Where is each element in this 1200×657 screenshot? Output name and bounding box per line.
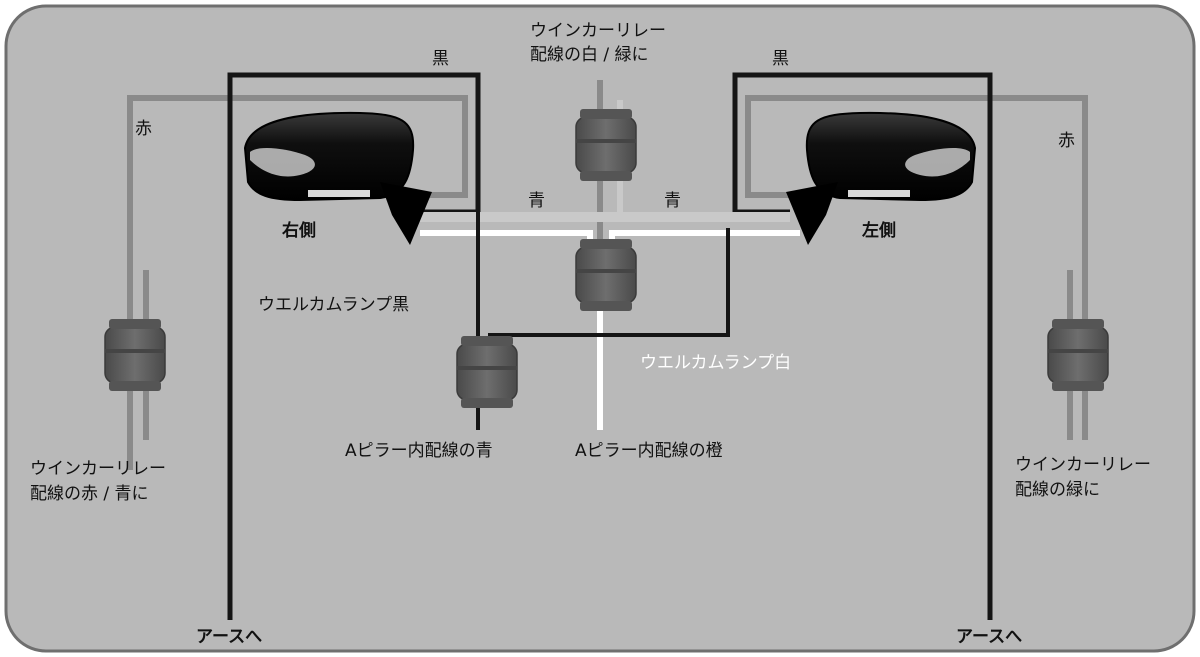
label-relay-right-2: 配線の緑に <box>1015 480 1100 500</box>
connector-top <box>575 108 637 182</box>
label-blue-right: 青 <box>664 191 681 211</box>
label-relay-left-1: ウインカーリレー <box>30 459 166 479</box>
label-relay-top-1: ウインカーリレー <box>530 21 666 41</box>
label-ground-left: アースへ <box>196 627 262 647</box>
label-welcome-black: ウエルカムランプ黒 <box>258 295 409 315</box>
label-ground-right: アースへ <box>956 627 1022 647</box>
label-pillar-orange: Aピラー内配線の橙 <box>575 441 723 461</box>
label-pillar-blue: Aピラー内配線の青 <box>345 441 493 461</box>
label-welcome-white: ウエルカムランプ白 <box>640 353 791 373</box>
connector-center <box>575 238 637 312</box>
connector-left <box>104 318 166 392</box>
label-right-side: 右側 <box>282 220 316 241</box>
label-red-left: 赤 <box>135 119 152 139</box>
label-blue-left: 青 <box>528 191 545 211</box>
connector-right <box>1047 318 1109 392</box>
label-relay-top-2: 配線の白 / 緑に <box>530 45 649 65</box>
mirror-left-side <box>786 111 977 245</box>
mirror-right-side <box>243 111 432 245</box>
label-relay-left-2: 配線の赤 / 青に <box>30 484 149 504</box>
label-relay-right-1: ウインカーリレー <box>1015 455 1151 475</box>
label-red-right: 赤 <box>1058 131 1075 151</box>
label-left-side: 左側 <box>862 220 896 241</box>
label-black-right: 黒 <box>772 49 789 69</box>
label-black-left: 黒 <box>432 49 449 69</box>
connector-welcome <box>456 335 518 409</box>
